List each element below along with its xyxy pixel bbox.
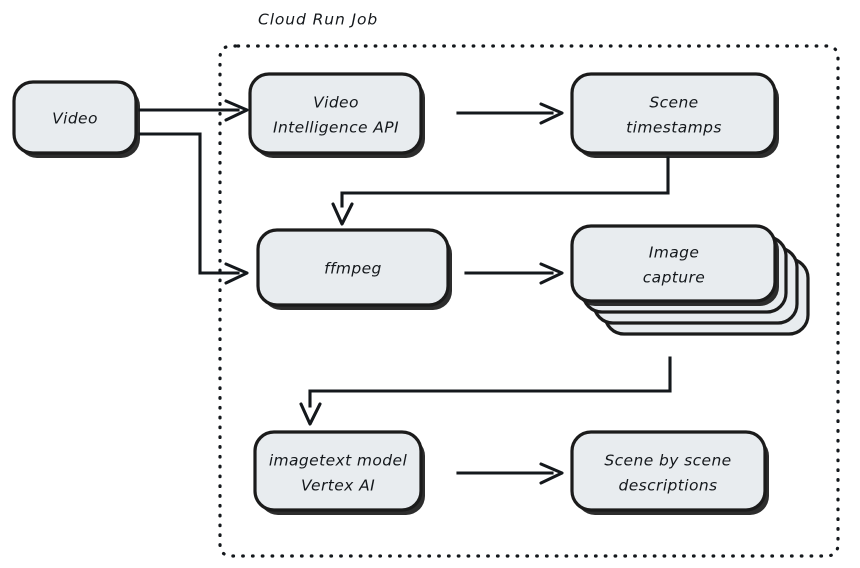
edge-vi-api-to-timestamps-arrowhead <box>539 102 564 125</box>
node-video-intelligence-api-label-line1: Video <box>313 94 359 112</box>
node-scene-descriptions-label-line1: Scene by scene <box>604 452 731 470</box>
edge-image-capture-to-imagetext <box>299 356 672 426</box>
node-scene-timestamps[interactable]: Scene timestamps <box>570 72 779 158</box>
node-imagetext-model-label-line2: Vertex AI <box>301 477 375 495</box>
node-scene-descriptions[interactable]: Scene by scene descriptions <box>570 430 769 515</box>
edge-vi-api-to-timestamps <box>456 102 564 125</box>
edge-video-to-ffmpeg <box>138 132 249 285</box>
node-video-intelligence-api-body <box>248 72 423 155</box>
edge-timestamps-to-ffmpeg <box>331 156 670 226</box>
edge-image-capture-to-imagetext-line <box>308 356 672 408</box>
edge-imagetext-to-descriptions <box>456 462 564 485</box>
cloud-run-job-title: Cloud Run Job <box>258 11 378 29</box>
node-scene-descriptions-label-line2: descriptions <box>618 477 717 495</box>
edge-video-to-ffmpeg-line <box>138 132 240 275</box>
cloud-run-job-boundary <box>218 44 840 558</box>
node-image-capture-label-line1: Image <box>649 244 700 262</box>
node-video-intelligence-api-label-line2: Intelligence API <box>273 119 399 137</box>
node-scene-timestamps-label-line2: timestamps <box>626 119 722 137</box>
edge-video-to-vi-api <box>138 99 249 122</box>
node-video[interactable]: Video <box>12 80 140 158</box>
node-image-capture-card-1 <box>570 224 777 303</box>
node-scene-descriptions-body <box>570 430 767 512</box>
node-scene-timestamps-body <box>570 72 777 155</box>
node-imagetext-model-label-line1: imagetext model <box>269 452 408 470</box>
edge-image-capture-to-imagetext-arrowhead <box>299 402 322 426</box>
edge-timestamps-to-ffmpeg-line <box>340 156 670 208</box>
node-scene-timestamps-label-line1: Scene <box>649 94 698 112</box>
node-video-label: Video <box>52 110 98 128</box>
node-ffmpeg-body <box>256 228 450 307</box>
edge-ffmpeg-to-image-capture <box>464 262 564 285</box>
edge-video-to-ffmpeg-arrowhead <box>224 262 249 285</box>
edge-video-to-vi-api-arrowhead <box>224 99 249 122</box>
node-video-intelligence-api[interactable]: Video Intelligence API <box>248 72 425 158</box>
edge-ffmpeg-to-image-capture-arrowhead <box>539 262 564 285</box>
node-image-capture[interactable]: Image capture <box>570 224 810 336</box>
node-video-body <box>12 80 138 155</box>
node-ffmpeg[interactable]: ffmpeg <box>256 228 452 310</box>
node-imagetext-model[interactable]: imagetext model Vertex AI <box>253 430 425 515</box>
node-image-capture-label-line2: capture <box>643 269 705 287</box>
edge-imagetext-to-descriptions-arrowhead <box>539 462 564 485</box>
node-ffmpeg-label: ffmpeg <box>324 260 382 278</box>
node-imagetext-model-body <box>253 430 423 512</box>
edge-timestamps-to-ffmpeg-arrowhead <box>331 202 354 226</box>
